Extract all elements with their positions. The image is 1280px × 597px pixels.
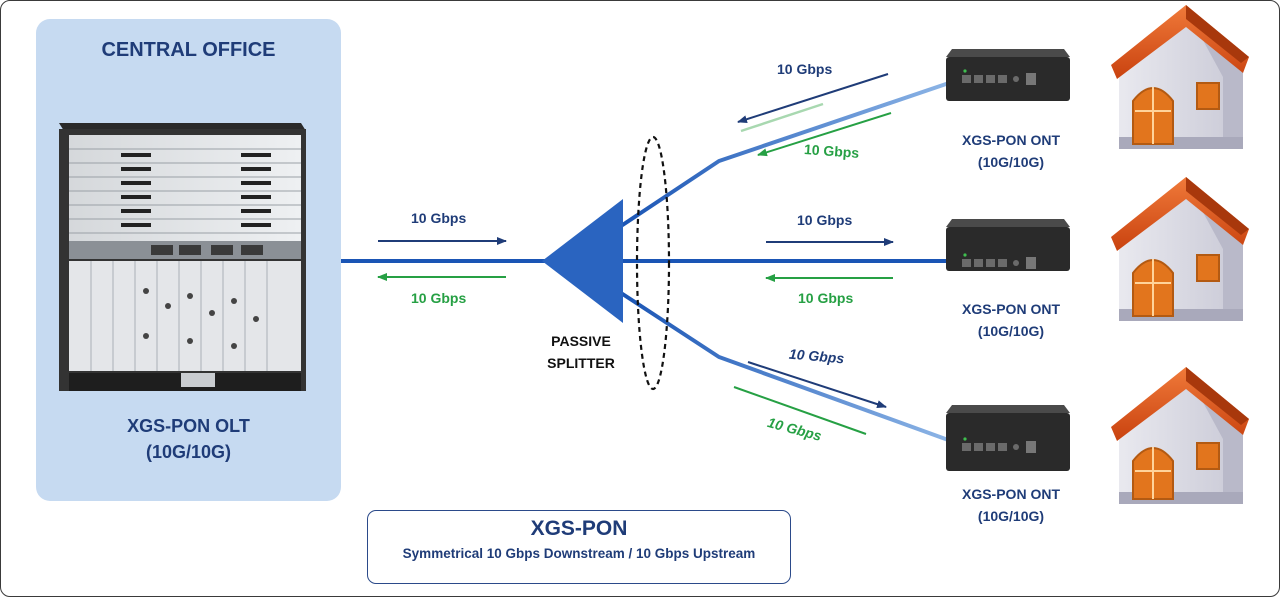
feeder-upstream-label: 10 Gbps (411, 290, 467, 306)
ont-label-1-line2: (10G/10G) (977, 154, 1045, 170)
summary-box: XGS-PON Symmetrical 10 Gbps Downstream /… (367, 510, 791, 584)
feeder-downstream-label: 10 Gbps (411, 210, 467, 226)
ont-label-2: XGS-PON ONT (10G/10G) (936, 298, 1086, 342)
olt-label: XGS-PON OLT (10G/10G) (36, 413, 341, 465)
branch1-upstream-arrow (757, 112, 892, 157)
splitter-label: PASSIVE SPLITTER (526, 330, 636, 374)
branch3-downstream-arrow (747, 361, 887, 409)
branch1-downstream-arrow (737, 73, 889, 124)
olt-chassis-icon (59, 123, 306, 391)
ont-device-icon (946, 219, 1070, 271)
ont-label-3: XGS-PON ONT (10G/10G) (936, 483, 1086, 527)
splitter-label-line1: PASSIVE (551, 333, 611, 349)
ont-label-2-line2: (10G/10G) (977, 323, 1045, 339)
branch-fiber-bottom (619, 291, 952, 443)
splitter-ring (635, 135, 671, 391)
ont-label-3-line1: XGS-PON ONT (961, 486, 1060, 502)
branch2-downstream-label: 10 Gbps (797, 212, 853, 228)
ont-label-2-line1: XGS-PON ONT (961, 301, 1060, 317)
ont-label-3-line2: (10G/10G) (977, 508, 1045, 524)
house-icon (1111, 367, 1249, 504)
summary-subtitle: Symmetrical 10 Gbps Downstream / 10 Gbps… (402, 546, 756, 561)
ont-label-1: XGS-PON ONT (10G/10G) (936, 129, 1086, 173)
summary-title: XGS-PON (530, 517, 628, 540)
passive-splitter-icon (542, 199, 623, 323)
olt-label-line1: XGS-PON OLT (127, 416, 250, 436)
olt-label-line2: (10G/10G) (145, 442, 232, 462)
ont-device-icon (946, 49, 1070, 101)
branch1-downstream-label: 10 Gbps (777, 61, 833, 77)
central-office-title: CENTRAL OFFICE (101, 39, 276, 61)
branch3-upstream-line (733, 386, 867, 435)
branch1-faint-line (740, 102, 824, 133)
branch-fiber-top (619, 81, 950, 228)
splitter-label-line2: SPLITTER (547, 355, 615, 371)
branch2-upstream-label: 10 Gbps (798, 290, 854, 306)
ont-label-1-line1: XGS-PON ONT (961, 132, 1060, 148)
house-icon (1111, 177, 1249, 321)
ont-device-icon (946, 405, 1070, 471)
house-icon (1111, 5, 1249, 149)
